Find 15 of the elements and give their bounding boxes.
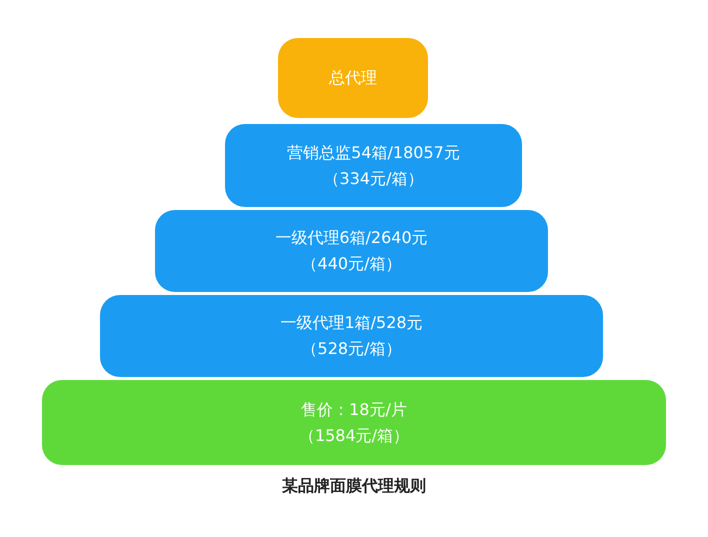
- pyramid-tier: [155, 210, 548, 292]
- unit-price-label: （440元/箱）: [302, 253, 402, 275]
- unit-price-label: （334元/箱）: [324, 168, 424, 190]
- tier-label: 总代理: [329, 67, 377, 89]
- tier-label: 一级代理1箱/528元: [280, 312, 423, 334]
- tier-label: 售价：18元/片: [301, 398, 407, 420]
- pyramid-tier: [42, 380, 666, 465]
- tier-label: 营销总监54箱/18057元: [287, 142, 460, 164]
- pyramid-tier: [100, 295, 603, 377]
- unit-price-label: （1584元/箱）: [298, 424, 410, 446]
- pyramid-tier: [278, 38, 428, 118]
- tier-label: 一级代理6箱/2640元: [275, 227, 428, 249]
- pyramid-tier: [225, 124, 522, 207]
- unit-price-label: （528元/箱）: [302, 338, 402, 360]
- figure-caption: 某品牌面膜代理规则: [282, 476, 426, 497]
